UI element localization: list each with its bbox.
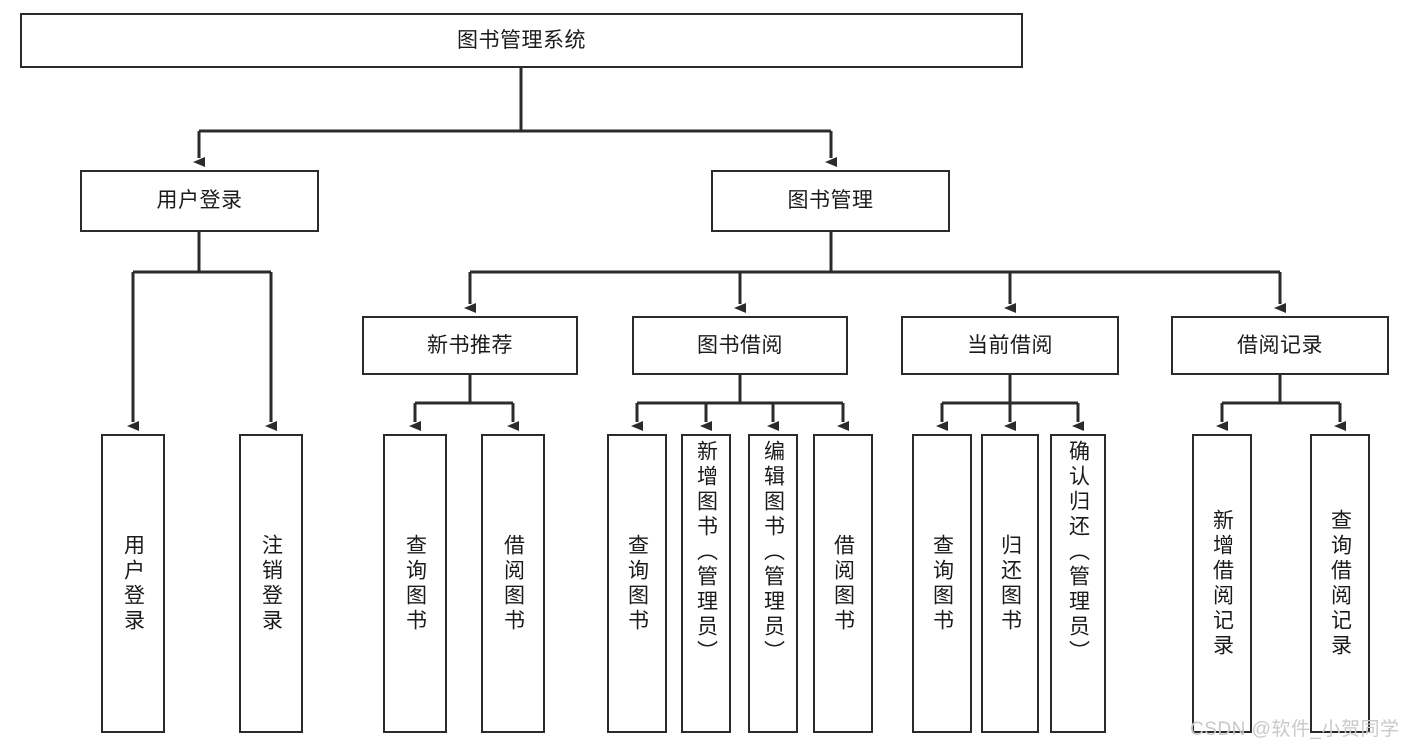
node-leaf-add-borrow-record[interactable]: 新增借阅记录 — [1192, 434, 1252, 733]
node-leaf-logout[interactable]: 注销登录 — [239, 434, 303, 733]
node-user-login[interactable]: 用户登录 — [80, 170, 319, 232]
node-user-login-label: 用户登录 — [156, 189, 243, 213]
node-leaf-edit-book-admin-label: 编辑图书（管理员） — [761, 440, 785, 665]
node-leaf-query-borrow-record[interactable]: 查询借阅记录 — [1310, 434, 1370, 733]
node-leaf-query-book-current-label: 查询图书 — [930, 533, 954, 634]
node-leaf-borrow-book-recommend[interactable]: 借阅图书 — [481, 434, 545, 733]
node-leaf-borrow-book-recommend-label: 借阅图书 — [501, 533, 525, 634]
node-borrow-record[interactable]: 借阅记录 — [1171, 316, 1389, 375]
node-book-management[interactable]: 图书管理 — [711, 170, 950, 232]
node-new-book-recommend-label: 新书推荐 — [427, 333, 513, 357]
node-leaf-user-login-label: 用户登录 — [121, 533, 145, 634]
node-leaf-return-book-label: 归还图书 — [998, 533, 1022, 634]
node-book-management-label: 图书管理 — [787, 189, 874, 213]
node-current-borrow-label: 当前借阅 — [967, 333, 1053, 357]
node-leaf-user-login[interactable]: 用户登录 — [101, 434, 165, 733]
node-leaf-query-book-current[interactable]: 查询图书 — [912, 434, 972, 733]
node-leaf-query-book-recommend-label: 查询图书 — [403, 533, 427, 634]
node-leaf-add-borrow-record-label: 新增借阅记录 — [1210, 508, 1234, 659]
node-leaf-borrow-book-borrow-label: 借阅图书 — [831, 533, 855, 634]
node-leaf-query-book-borrow[interactable]: 查询图书 — [607, 434, 667, 733]
node-new-book-recommend[interactable]: 新书推荐 — [362, 316, 578, 375]
node-root-book-management-system[interactable]: 图书管理系统 — [20, 13, 1023, 68]
csdn-watermark: CSDN @软件_小贺同学 — [1190, 719, 1400, 740]
node-leaf-query-book-borrow-label: 查询图书 — [625, 533, 649, 634]
node-leaf-add-book-admin-label: 新增图书（管理员） — [694, 440, 718, 665]
node-borrow-record-label: 借阅记录 — [1237, 333, 1323, 357]
node-leaf-return-book[interactable]: 归还图书 — [981, 434, 1039, 733]
node-leaf-confirm-return-admin[interactable]: 确认归还（管理员） — [1050, 434, 1106, 733]
node-current-borrow[interactable]: 当前借阅 — [901, 316, 1119, 375]
node-leaf-add-book-admin[interactable]: 新增图书（管理员） — [681, 434, 731, 733]
node-leaf-query-book-recommend[interactable]: 查询图书 — [383, 434, 447, 733]
node-root-label: 图书管理系统 — [457, 28, 586, 52]
node-leaf-query-borrow-record-label: 查询借阅记录 — [1328, 508, 1352, 659]
node-leaf-confirm-return-admin-label: 确认归还（管理员） — [1066, 440, 1090, 665]
node-book-borrow-label: 图书借阅 — [697, 333, 783, 357]
node-book-borrow[interactable]: 图书借阅 — [632, 316, 848, 375]
node-leaf-borrow-book-borrow[interactable]: 借阅图书 — [813, 434, 873, 733]
node-leaf-logout-label: 注销登录 — [259, 533, 283, 634]
node-leaf-edit-book-admin[interactable]: 编辑图书（管理员） — [748, 434, 798, 733]
